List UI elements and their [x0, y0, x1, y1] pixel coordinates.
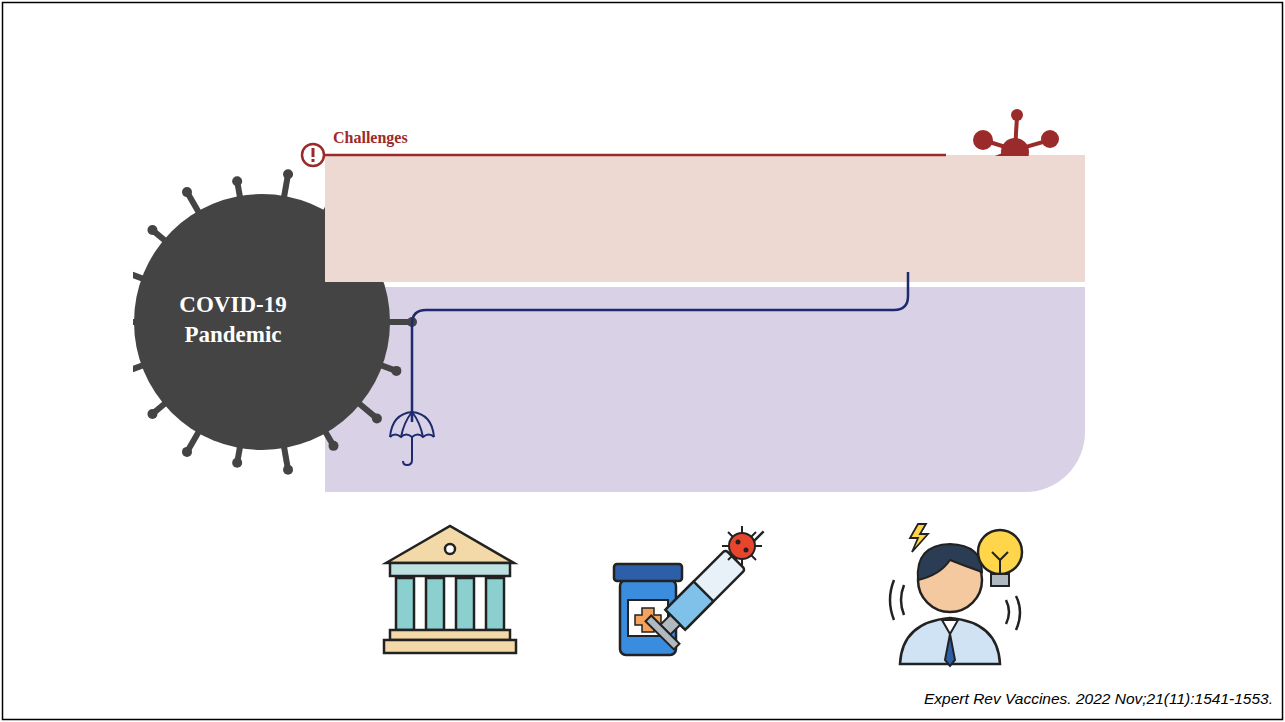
challenge-band: Challenges — [325, 155, 1085, 282]
vaccine-icon — [614, 517, 778, 655]
virus-spike — [372, 413, 382, 423]
virus-spike — [232, 176, 242, 186]
source-caption: Expert Rev Vaccines. 2022 Nov;21(11):154… — [924, 690, 1273, 708]
challenge-line — [324, 154, 946, 157]
slide-frame — [3, 3, 1283, 720]
node-label: COVID-19 Pandemic — [168, 290, 298, 350]
virus-spike — [283, 169, 293, 179]
leader-line — [412, 272, 908, 422]
virus-spike — [283, 465, 293, 475]
virus-spike — [391, 366, 401, 376]
bank-icon — [384, 526, 516, 653]
virus-spike — [329, 441, 339, 451]
virus-spike — [147, 225, 157, 235]
alert-icon — [312, 159, 315, 162]
band-heading: Challenges — [333, 128, 533, 149]
umbrella-icon — [390, 412, 434, 465]
virus-spike — [182, 187, 192, 197]
idea-person-icon — [890, 524, 1022, 666]
alert-icon — [302, 144, 324, 166]
virus-spike — [232, 458, 242, 468]
purple-band — [325, 287, 1085, 492]
virus-spike — [147, 409, 157, 419]
alert-icon — [312, 148, 315, 157]
molecule-mask — [960, 156, 1070, 170]
virus-spike — [182, 447, 192, 457]
